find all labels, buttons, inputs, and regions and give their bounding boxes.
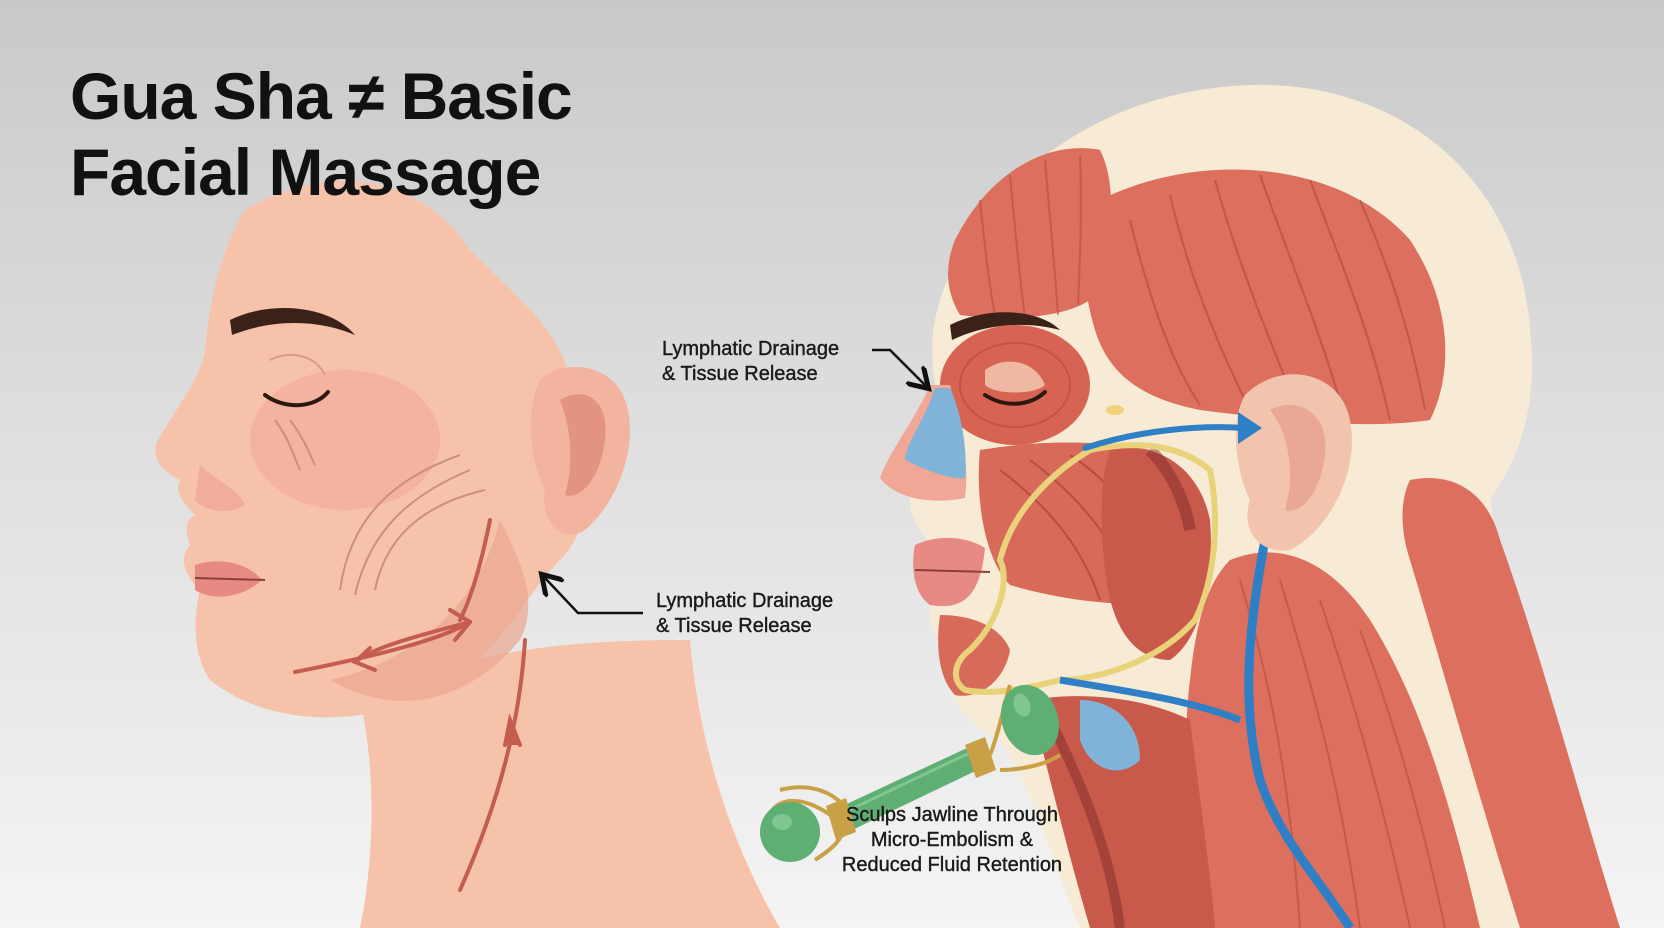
left-nose: [195, 465, 245, 512]
right-frontalis-muscle: [948, 148, 1111, 318]
left-eyebrow: [230, 308, 355, 335]
right-anatomy-head: [880, 84, 1620, 928]
right-trapezius: [1402, 478, 1620, 928]
right-lymph-node-blue: [1080, 700, 1140, 771]
left-massage-arrows: [293, 518, 527, 892]
pointer-lower-callout: [545, 578, 643, 615]
right-closed-eye: [983, 390, 1047, 406]
left-closed-eye: [263, 390, 330, 408]
callout-roller-line-3: Reduced Fluid Retention: [841, 854, 1063, 876]
left-eyelid: [269, 354, 326, 376]
callout-lower-lymphatic: Lymphatic Drainage & Tissue Release: [656, 589, 834, 639]
callout-pointers: [545, 348, 925, 615]
roller-handle: [838, 742, 990, 832]
left-jaw-shadow: [330, 520, 529, 701]
right-eyelid: [985, 361, 1045, 393]
callout-upper-lymphatic: Lymphatic Drainage & Tissue Release: [662, 337, 840, 387]
right-facial-nerve: [953, 442, 1218, 695]
callout-roller-jawline: Sculps Jawline Through Micro-Embolism & …: [837, 803, 1067, 878]
left-cheek-blush: [250, 370, 440, 510]
left-face-profile: [155, 180, 780, 928]
right-eyebrow: [950, 312, 1060, 340]
callout-upper-line-2: & Tissue Release: [662, 363, 818, 385]
right-sternocleidomastoid: [1185, 552, 1480, 928]
left-ear-inner: [560, 394, 606, 496]
title-line-2: Facial Massage: [70, 135, 541, 209]
right-lymph-flow-arrow: [1082, 424, 1248, 451]
right-lips: [913, 537, 985, 607]
title-line-1: Gua Sha ≠ Basic: [70, 59, 573, 133]
right-neck-front: [1030, 696, 1215, 928]
right-temporalis-fibers: [1129, 174, 1426, 421]
left-neck: [360, 640, 780, 928]
right-lymphatic-vessel: [1244, 539, 1354, 928]
right-ear-inner: [1270, 405, 1326, 511]
roller-small-stone: [760, 802, 820, 862]
callout-roller-line-1: Sculps Jawline Through: [846, 804, 1058, 826]
jade-roller-icon: [760, 684, 1062, 862]
callout-upper-line-1: Lymphatic Drainage: [662, 338, 840, 360]
pointer-upper-callout: [872, 348, 925, 385]
page-title: Gua Sha ≠ Basic Facial Massage: [70, 58, 573, 210]
left-face-contour-lines: [274, 419, 486, 596]
callout-lower-line-2: & Tissue Release: [656, 615, 812, 637]
callout-lower-line-1: Lymphatic Drainage: [656, 590, 834, 612]
callout-roller-line-2: Micro-Embolism &: [870, 829, 1034, 851]
right-nasal-cartilage: [905, 388, 966, 479]
